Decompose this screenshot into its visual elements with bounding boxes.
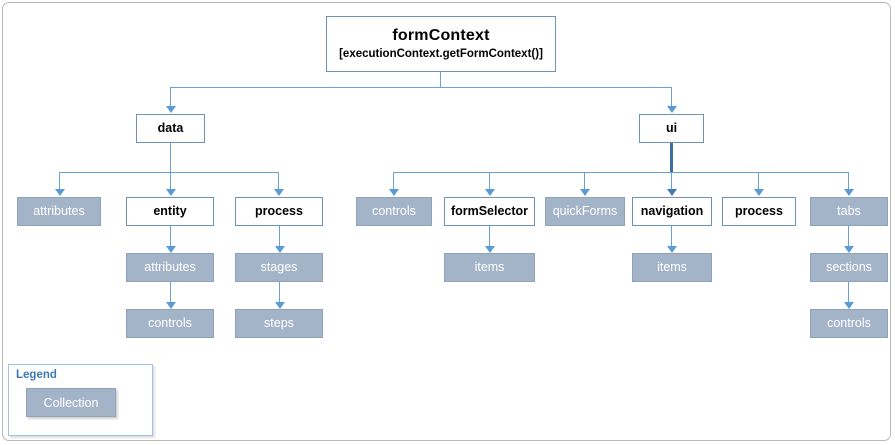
connector-dataprocess-to-stages xyxy=(279,226,280,247)
arrow-root-to-data xyxy=(166,106,176,113)
connector-navigation-to-items xyxy=(671,226,672,247)
connector-entityattributes-to-controls xyxy=(170,282,171,303)
arrow-root-to-ui xyxy=(667,106,677,113)
node-navigation-items-label: items xyxy=(657,260,687,275)
arrow-ui-to-formselector xyxy=(485,189,495,196)
node-data[interactable]: data xyxy=(136,114,205,143)
node-dataprocess-stages[interactable]: stages xyxy=(235,253,323,282)
connector-ui-stem xyxy=(670,143,673,173)
node-tabs-sections-controls-label: controls xyxy=(827,316,871,331)
arrow-data-to-process xyxy=(274,189,284,196)
arrow-ui-to-quickforms xyxy=(580,189,590,196)
node-data-entity-label: entity xyxy=(153,204,187,219)
connector-data-stem xyxy=(170,143,171,172)
connector-ui-to-tabs xyxy=(848,172,849,190)
node-data-attributes[interactable]: attributes xyxy=(17,197,101,226)
node-formcontext-subtitle: [executionContext.getFormContext()] xyxy=(339,47,543,60)
connector-formselector-to-items xyxy=(489,226,490,247)
arrow-entity-to-attributes xyxy=(166,246,176,253)
connector-root-stem xyxy=(440,72,441,88)
node-entity-attributes[interactable]: attributes xyxy=(126,253,214,282)
arrow-navigation-to-items xyxy=(667,246,677,253)
arrow-tabs-to-sections xyxy=(844,246,854,253)
connector-ui-stem-lower xyxy=(671,172,672,190)
node-data-process-label: process xyxy=(255,204,303,219)
node-entity-attributes-controls-label: controls xyxy=(148,316,192,331)
node-ui-label: ui xyxy=(665,121,678,136)
connector-data-bar xyxy=(59,172,279,173)
node-tabs-sections[interactable]: sections xyxy=(810,253,888,282)
connector-tabs-to-sections xyxy=(848,226,849,247)
node-ui-navigation[interactable]: navigation xyxy=(632,197,712,226)
node-navigation-items[interactable]: items xyxy=(632,253,712,282)
connector-stages-to-steps xyxy=(279,282,280,303)
node-ui-tabs[interactable]: tabs xyxy=(810,197,888,226)
node-ui-quickforms-label: quickForms xyxy=(552,204,618,219)
node-data-label: data xyxy=(157,121,184,136)
connector-ui-to-process xyxy=(758,172,759,190)
legend-item-collection-label: Collection xyxy=(43,395,99,410)
connector-root-to-data xyxy=(170,87,171,107)
node-data-entity[interactable]: entity xyxy=(126,197,214,226)
arrow-entityattributes-to-controls xyxy=(166,302,176,309)
node-dataprocess-steps[interactable]: steps xyxy=(235,309,323,338)
node-ui-controls-label: controls xyxy=(372,204,416,219)
arrow-sections-to-controls xyxy=(844,302,854,309)
node-ui-process-label: process xyxy=(735,204,783,219)
node-data-attributes-label: attributes xyxy=(33,204,85,219)
arrow-ui-to-navigation xyxy=(667,189,677,196)
connector-data-to-attributes xyxy=(59,172,60,190)
connector-root-bar xyxy=(170,87,672,88)
node-ui-controls[interactable]: controls xyxy=(356,197,432,226)
node-entity-attributes-controls[interactable]: controls xyxy=(126,309,214,338)
node-tabs-sections-label: sections xyxy=(826,260,872,275)
node-formcontext[interactable]: formContext [executionContext.getFormCon… xyxy=(326,16,556,72)
connector-data-to-entity xyxy=(170,172,171,190)
connector-ui-to-controls xyxy=(393,172,394,190)
legend-panel: Legend Collection xyxy=(8,364,153,436)
arrow-data-to-attributes xyxy=(55,189,65,196)
node-ui-process[interactable]: process xyxy=(722,197,796,226)
connector-entity-to-attributes xyxy=(170,226,171,247)
connector-sections-to-controls xyxy=(848,282,849,303)
arrow-ui-to-process xyxy=(754,189,764,196)
node-formselector-items-label: items xyxy=(474,260,505,275)
connector-ui-to-quickforms xyxy=(584,172,585,190)
node-data-process[interactable]: process xyxy=(235,197,323,226)
node-dataprocess-steps-label: steps xyxy=(264,316,294,331)
node-formcontext-title: formContext xyxy=(392,27,490,45)
node-ui-quickforms[interactable]: quickForms xyxy=(545,197,625,226)
connector-ui-to-formselector xyxy=(489,172,490,190)
node-entity-attributes-label: attributes xyxy=(144,260,196,275)
connector-root-to-ui xyxy=(671,87,672,107)
legend-title: Legend xyxy=(16,369,57,381)
arrow-ui-to-controls xyxy=(389,189,399,196)
node-ui[interactable]: ui xyxy=(639,114,704,143)
node-ui-navigation-label: navigation xyxy=(640,204,704,219)
node-ui-formselector[interactable]: formSelector xyxy=(444,197,535,226)
arrow-data-to-entity xyxy=(166,189,176,196)
node-ui-formselector-label: formSelector xyxy=(450,204,529,219)
node-dataprocess-stages-label: stages xyxy=(260,260,298,275)
node-tabs-sections-controls[interactable]: controls xyxy=(810,309,888,338)
connector-ui-bar xyxy=(393,172,849,173)
node-formselector-items[interactable]: items xyxy=(444,253,535,282)
arrow-ui-to-tabs xyxy=(844,189,854,196)
connector-data-to-process xyxy=(278,172,279,190)
arrow-stages-to-steps xyxy=(275,302,285,309)
legend-item-collection: Collection xyxy=(26,388,116,417)
arrow-dataprocess-to-stages xyxy=(275,246,285,253)
arrow-formselector-to-items xyxy=(485,246,495,253)
node-ui-tabs-label: tabs xyxy=(837,204,861,219)
